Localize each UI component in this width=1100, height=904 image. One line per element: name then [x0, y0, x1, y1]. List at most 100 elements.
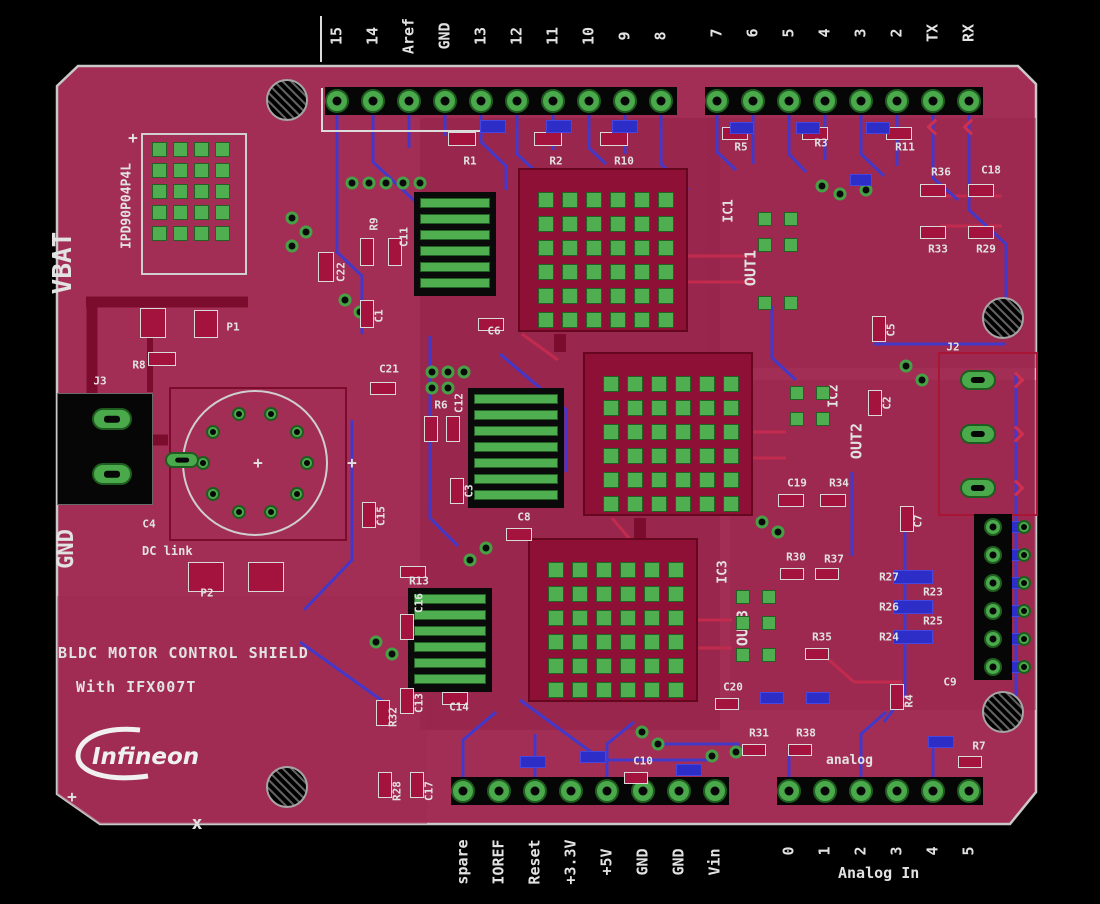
- ic-thermal-pad[interactable]: [538, 312, 554, 328]
- cap-ring-pad[interactable]: [205, 486, 220, 501]
- smd-pad[interactable]: [762, 616, 776, 630]
- ic-thermal-pad[interactable]: [603, 376, 619, 392]
- ic-thermal-pad[interactable]: [562, 312, 578, 328]
- mosfet-pad[interactable]: [215, 226, 230, 241]
- ladder-pad[interactable]: [414, 658, 486, 668]
- mosfet-pad[interactable]: [173, 142, 188, 157]
- refdes-R11[interactable]: R11: [895, 140, 915, 154]
- ic-thermal-pad[interactable]: [572, 634, 588, 650]
- mounting-hole[interactable]: [982, 297, 1024, 339]
- ic-thermal-pad[interactable]: [651, 400, 667, 416]
- ladder-pad[interactable]: [420, 278, 490, 288]
- ladder-pad[interactable]: [474, 490, 558, 500]
- refdes-R34[interactable]: R34: [829, 476, 849, 490]
- smd-component[interactable]: [450, 478, 464, 504]
- refdes-R26[interactable]: R26: [879, 600, 899, 614]
- smd-component[interactable]: [194, 310, 218, 338]
- smd-component[interactable]: [820, 494, 846, 507]
- cap-ring-pad[interactable]: [231, 505, 246, 520]
- refdes-R24[interactable]: R24: [879, 630, 899, 644]
- header-pad-12[interactable]: [505, 89, 529, 113]
- smd-component[interactable]: [378, 772, 392, 798]
- cap-ring-pad[interactable]: [264, 406, 279, 421]
- j2-pad[interactable]: [960, 478, 996, 498]
- ic-thermal-pad[interactable]: [644, 562, 660, 578]
- ic-thermal-pad[interactable]: [668, 682, 684, 698]
- smd-component[interactable]: [446, 416, 460, 442]
- j3-pad[interactable]: [92, 463, 132, 485]
- smd-component[interactable]: [968, 184, 994, 197]
- smd-component[interactable]: [600, 132, 628, 146]
- ic-thermal-pad[interactable]: [562, 192, 578, 208]
- mosfet-pad[interactable]: [194, 205, 209, 220]
- ic-thermal-pad[interactable]: [658, 264, 674, 280]
- header-pad-11[interactable]: [541, 89, 565, 113]
- edge-pad[interactable]: [1017, 548, 1031, 562]
- mosfet-pad[interactable]: [152, 184, 167, 199]
- ic-thermal-pad[interactable]: [651, 424, 667, 440]
- header-pad-RX[interactable]: [957, 89, 981, 113]
- smd-pad[interactable]: [736, 616, 750, 630]
- smd-component[interactable]: [788, 744, 812, 756]
- ic-thermal-pad[interactable]: [548, 634, 564, 650]
- header-pad-9[interactable]: [613, 89, 637, 113]
- ic-thermal-pad[interactable]: [620, 586, 636, 602]
- ladder-pad[interactable]: [414, 626, 486, 636]
- smd-component[interactable]: [388, 238, 402, 266]
- ic-thermal-pad[interactable]: [644, 610, 660, 626]
- smd-pad[interactable]: [762, 590, 776, 604]
- mosfet-pad[interactable]: [173, 205, 188, 220]
- smd-pad[interactable]: [784, 296, 798, 310]
- edge-pad[interactable]: [1017, 520, 1031, 534]
- header-pad-5[interactable]: [777, 89, 801, 113]
- smd-pad[interactable]: [758, 238, 772, 252]
- ic-thermal-pad[interactable]: [644, 586, 660, 602]
- refdes-R37[interactable]: R37: [824, 552, 844, 566]
- refdes-R4[interactable]: R4: [902, 694, 916, 708]
- smd-component[interactable]: [868, 390, 882, 416]
- mosfet-pad[interactable]: [215, 163, 230, 178]
- refdes-R31[interactable]: R31: [749, 726, 769, 740]
- ic-thermal-pad[interactable]: [668, 658, 684, 674]
- ic-thermal-pad[interactable]: [723, 448, 739, 464]
- ic-thermal-pad[interactable]: [548, 610, 564, 626]
- smd-component[interactable]: [778, 494, 804, 507]
- ic-thermal-pad[interactable]: [586, 216, 602, 232]
- header-pad-3[interactable]: [849, 89, 873, 113]
- ic-thermal-pad[interactable]: [596, 658, 612, 674]
- ic-thermal-pad[interactable]: [562, 240, 578, 256]
- ic-thermal-pad[interactable]: [586, 312, 602, 328]
- ic-thermal-pad[interactable]: [651, 376, 667, 392]
- smd-pad[interactable]: [816, 386, 830, 400]
- ic-thermal-pad[interactable]: [620, 562, 636, 578]
- cap-slot-pad[interactable]: [165, 452, 199, 468]
- refdes-C14[interactable]: C14: [449, 700, 469, 714]
- mosfet-pad[interactable]: [215, 184, 230, 199]
- smd-component[interactable]: [376, 700, 390, 726]
- header-pad-8[interactable]: [649, 89, 673, 113]
- smd-component[interactable]: [815, 568, 839, 580]
- ic-thermal-pad[interactable]: [603, 424, 619, 440]
- ic-thermal-pad[interactable]: [548, 658, 564, 674]
- ic-thermal-pad[interactable]: [675, 448, 691, 464]
- ic-thermal-pad[interactable]: [620, 658, 636, 674]
- refdes-C11[interactable]: C11: [397, 227, 411, 247]
- refdes-R28[interactable]: R28: [390, 781, 404, 801]
- header-pad-Vin[interactable]: [703, 779, 727, 803]
- ladder-pad[interactable]: [474, 442, 558, 452]
- ic-thermal-pad[interactable]: [596, 562, 612, 578]
- mosfet-pad[interactable]: [152, 205, 167, 220]
- j3-pad[interactable]: [92, 408, 132, 430]
- ic-thermal-pad[interactable]: [675, 400, 691, 416]
- refdes-C17[interactable]: C17: [422, 781, 436, 801]
- mosfet-pad[interactable]: [152, 142, 167, 157]
- smd-component[interactable]: [140, 308, 166, 338]
- ic-thermal-pad[interactable]: [699, 376, 715, 392]
- mosfet-pad[interactable]: [215, 205, 230, 220]
- header-pad-5[interactable]: [957, 779, 981, 803]
- ic-thermal-pad[interactable]: [586, 192, 602, 208]
- refdes-C22[interactable]: C22: [334, 262, 348, 282]
- header-pad-+5V[interactable]: [595, 779, 619, 803]
- ic-thermal-pad[interactable]: [620, 682, 636, 698]
- smd-component[interactable]: [900, 506, 914, 532]
